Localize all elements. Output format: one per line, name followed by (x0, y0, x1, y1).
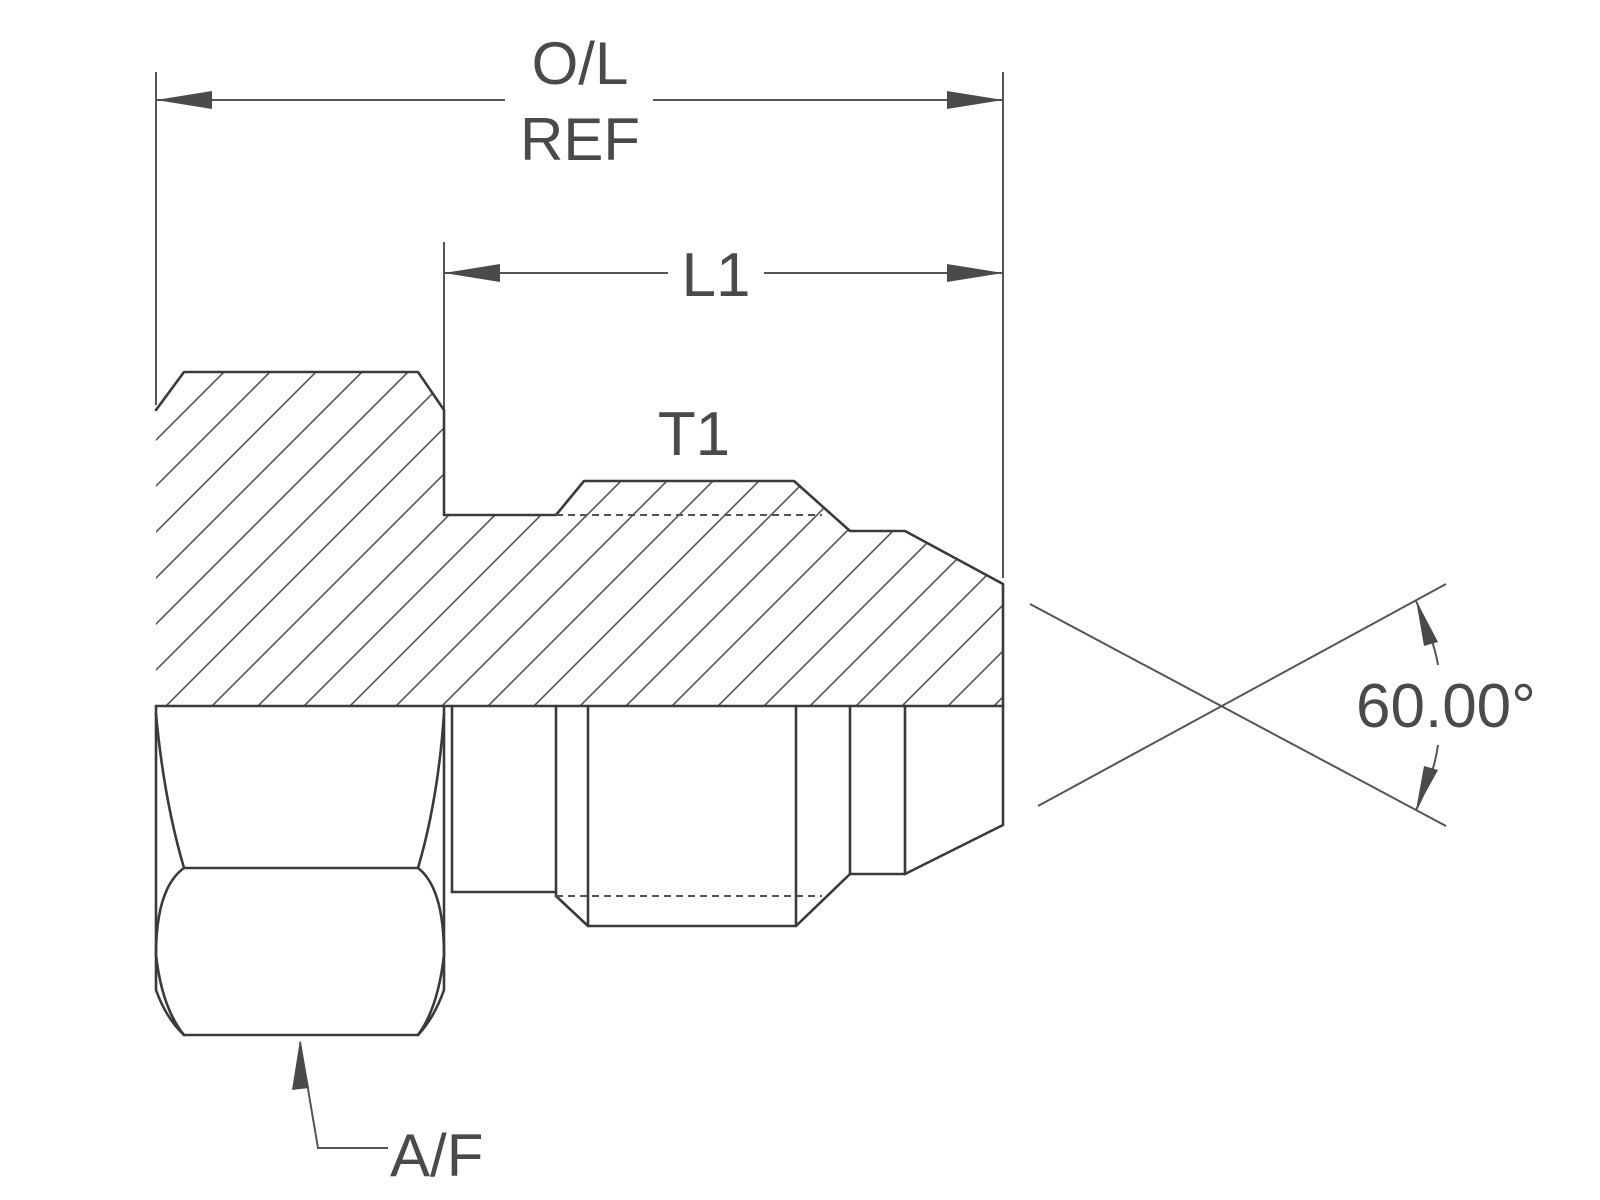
hatch-line (156, 372, 237, 706)
length-1-label: L1 (682, 241, 751, 310)
hatch-line (1026, 360, 1386, 720)
hatch-line (749, 372, 1003, 706)
hatch-line (427, 372, 789, 706)
hatch-line (243, 372, 605, 706)
hatch-line (156, 372, 283, 706)
l1-arrowhead-left (444, 264, 500, 282)
l1-arrowhead-right (947, 264, 1003, 282)
hatch-line (156, 372, 329, 706)
hatch-line (1348, 360, 1600, 720)
hatch-line (156, 372, 375, 706)
hatch-line (156, 372, 513, 706)
hatch-line (156, 372, 467, 706)
hatch-line (156, 372, 191, 706)
length-1-dimension: L1 (443, 241, 1003, 510)
hatch-line (841, 372, 1003, 706)
hatch-line (0, 360, 52, 720)
hatch-line (887, 372, 1003, 706)
hatch-line (1256, 360, 1600, 720)
hatch-line (335, 372, 697, 706)
section-hatching (0, 360, 1600, 720)
across-flats-label: A/F (390, 1122, 483, 1189)
nose-flare-profile (903, 704, 1005, 876)
hatch-line (1302, 360, 1600, 720)
hatch-line (0, 360, 98, 720)
fitting-neck (450, 704, 558, 894)
hatch-line (795, 372, 1003, 706)
angle-arrowhead-upper (1416, 600, 1438, 646)
af-leader-arrowhead (292, 1040, 309, 1090)
flare-angle-dimension: 60.00° (1029, 583, 1536, 827)
section-outline (154, 370, 1005, 708)
hex-outer-profile (154, 704, 446, 1037)
hatch-line (156, 372, 421, 706)
exterior-view-lower-half (154, 704, 1005, 1037)
hatch-line (703, 372, 1003, 706)
hatch-line (1118, 360, 1478, 720)
flare-nose (848, 704, 1005, 876)
overall-length-dimension: O/L REF (155, 30, 1004, 578)
hatch-line (565, 372, 927, 706)
hatch-line (1210, 360, 1570, 720)
angle-line-lower (1037, 583, 1447, 807)
thread-1-label: T1 (658, 400, 730, 469)
thread-bottom-profile (554, 872, 852, 928)
section-view-upper-half (0, 360, 1600, 720)
flare-angle-label: 60.00° (1356, 672, 1536, 741)
hex-flat-upper (154, 712, 446, 870)
overall-length-label: O/L (532, 30, 629, 97)
hatch-line (473, 372, 835, 706)
hex-nut (154, 704, 446, 1037)
hatch-line (933, 372, 1003, 706)
hatch-line (1164, 360, 1524, 720)
hatch-line (0, 360, 6, 720)
hatch-line (0, 360, 144, 720)
thread-body (554, 704, 852, 928)
hatch-line (1394, 360, 1600, 720)
hatch-line (979, 372, 1003, 706)
overall-length-ref-label: REF (520, 106, 640, 173)
angle-line-upper (1029, 603, 1447, 827)
arrowhead-right (947, 91, 1003, 109)
hex-flat-lower (154, 866, 186, 1037)
af-leader-line (299, 1041, 388, 1149)
arrowhead-left (156, 91, 212, 109)
hatch-line (197, 372, 559, 706)
hex-flat-lower-right (416, 866, 446, 1037)
angle-arrowhead-lower (1416, 766, 1438, 810)
hatch-line (289, 372, 651, 706)
hatch-line (1072, 360, 1432, 720)
across-flats-leader: A/F (292, 1040, 483, 1189)
